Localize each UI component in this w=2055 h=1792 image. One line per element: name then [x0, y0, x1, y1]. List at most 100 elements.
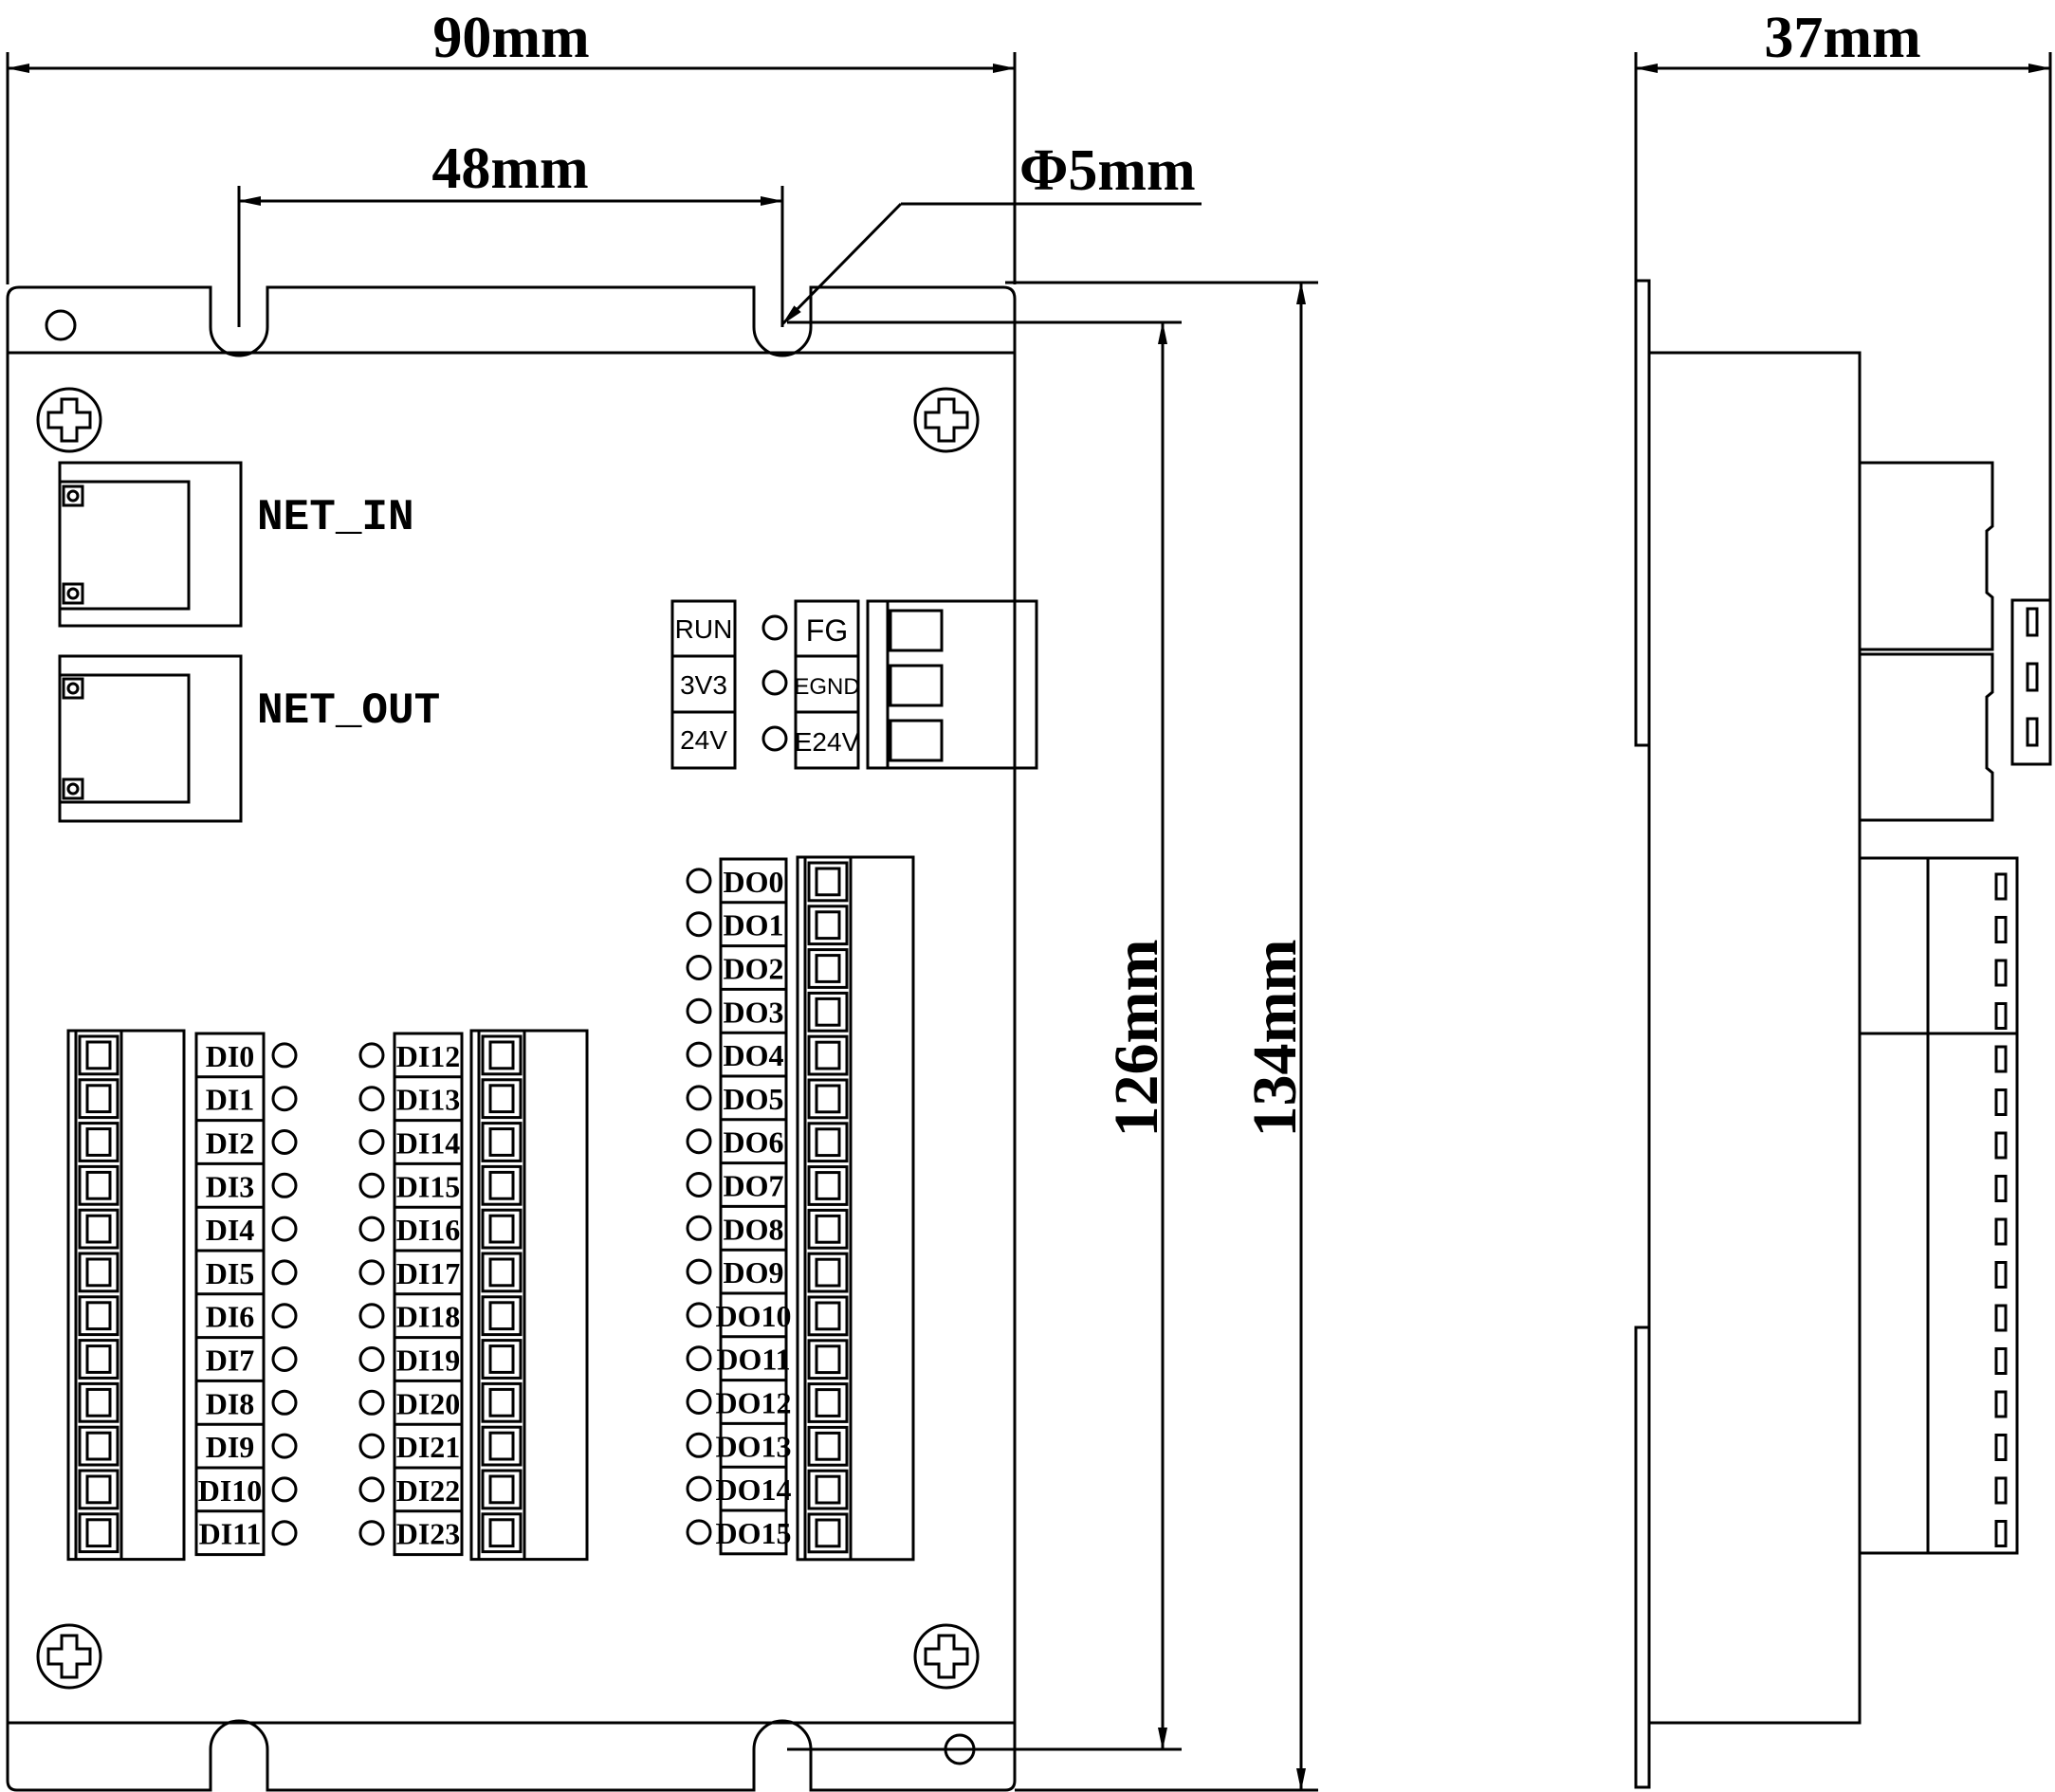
do-led-icon: [686, 911, 712, 938]
do-label: DO4: [724, 1038, 784, 1072]
di-led-icon: [271, 1042, 298, 1069]
do-label: DO2: [724, 952, 784, 986]
dim-hole-spacing: [237, 186, 784, 327]
di-label: DI23: [396, 1517, 461, 1551]
terminal-screw-cell: [807, 905, 849, 946]
terminal-screw-cell: [807, 1295, 849, 1337]
net-in-label: NET_IN: [257, 493, 414, 542]
net-out-label: NET_OUT: [257, 686, 440, 736]
terminal-screw-cell: [807, 948, 849, 989]
di-label: DI8: [206, 1386, 255, 1420]
di-led-icon: [358, 1129, 385, 1155]
terminal-screw-cell: [78, 1512, 119, 1554]
side-pin: [1994, 1261, 2008, 1289]
do-label: DO14: [716, 1472, 792, 1507]
di-label: DI11: [199, 1517, 262, 1551]
di-label: DI15: [396, 1169, 461, 1203]
di-led-icon: [271, 1476, 298, 1503]
do-label: DO13: [716, 1429, 792, 1463]
di-label: DI4: [206, 1213, 255, 1247]
terminal-screw-cell: [78, 1469, 119, 1510]
dim-depth: [1634, 52, 2052, 600]
di-label: DI2: [206, 1126, 255, 1161]
small-hole: [45, 309, 77, 341]
di-label: DI19: [396, 1344, 461, 1378]
terminal-screw-cell: [78, 1122, 119, 1162]
terminal-screw-cell: [481, 1034, 523, 1076]
di-led-icon: [271, 1086, 298, 1112]
side-connector-pins: [1994, 872, 2008, 1547]
screw-icon: [36, 387, 102, 453]
di-label: DI21: [396, 1430, 461, 1464]
di-led-icon: [271, 1129, 298, 1155]
dim-hole-diameter-leader: [780, 202, 1202, 326]
do-led-icon: [686, 1475, 712, 1502]
di-led-icon: [271, 1216, 298, 1242]
do-led-icon: [686, 1302, 712, 1328]
side-pin: [1994, 1088, 2008, 1116]
do-label: DO7: [724, 1169, 784, 1203]
di-led-icon: [358, 1042, 385, 1069]
di-right-labels: DI12DI13DI14DI15DI16DI17DI18DI19DI20DI21…: [358, 1032, 464, 1557]
do-label: DO1: [724, 908, 784, 942]
di-label: DI0: [206, 1039, 255, 1073]
do-led-icon: [686, 955, 712, 980]
do-led-icon: [686, 1389, 712, 1415]
do-led-icon: [686, 1172, 712, 1198]
terminal-screw-cell: [78, 1339, 119, 1380]
do-led-icon: [686, 1432, 712, 1458]
terminal-screw-cell: [807, 1122, 849, 1163]
side-pin: [1994, 959, 2008, 987]
do-led-icon: [686, 1215, 712, 1241]
di-label: DI18: [396, 1300, 461, 1334]
terminal-screw-cell: [481, 1164, 523, 1206]
di-label: DI10: [198, 1473, 263, 1508]
do-led-icon: [686, 868, 712, 894]
terminal-screw-cell: [807, 991, 849, 1033]
do-terminal-block: [796, 855, 915, 1562]
di-led-icon: [271, 1259, 298, 1286]
side-pin: [1994, 1002, 2008, 1030]
terminal-screw-cell: [78, 1164, 119, 1206]
screw-icon: [36, 1623, 102, 1690]
side-pin: [1994, 1390, 2008, 1418]
side-pin: [1994, 1175, 2008, 1202]
terminal-label-e24v: E24V: [795, 727, 860, 757]
di-led-icon: [358, 1520, 385, 1546]
di-label: DI5: [206, 1256, 255, 1290]
led-label-run: RUN: [675, 614, 733, 644]
power-led-block: [670, 599, 1038, 770]
di-label: DI13: [396, 1083, 461, 1117]
terminal-screw-cell: [78, 1425, 119, 1467]
terminal-screw-cell: [807, 861, 849, 903]
di-led-icon: [358, 1476, 385, 1503]
di-label: DI6: [206, 1300, 255, 1334]
do-led-icon: [686, 1345, 712, 1372]
di-led-icon: [358, 1303, 385, 1329]
side-pin: [1994, 1131, 2008, 1160]
do-led-icon: [686, 1128, 712, 1155]
terminal-screw-cell: [481, 1295, 523, 1337]
di-led-icon: [271, 1389, 298, 1416]
led-label-3v3: 3V3: [680, 670, 727, 700]
di-led-icon: [358, 1216, 385, 1242]
do-led-icon: [686, 1085, 712, 1111]
di-label: DI20: [396, 1386, 461, 1420]
di-label: DI3: [206, 1169, 255, 1203]
do-led-icon: [686, 1258, 712, 1285]
di-label: DI7: [206, 1344, 255, 1378]
do-led-icon: [686, 1041, 712, 1068]
screw-icon: [913, 1623, 980, 1690]
di-led-icon: [358, 1389, 385, 1416]
terminal-screw-cell: [807, 1512, 849, 1554]
terminal-screw-cell: [481, 1208, 523, 1250]
terminal-screw-cell: [807, 1165, 849, 1206]
terminal-block-body: [66, 1029, 186, 1562]
terminal-block-body: [469, 1029, 589, 1562]
di-label: DI9: [206, 1430, 255, 1464]
terminal-screw-cell: [807, 1034, 849, 1076]
terminal-screw-cell: [807, 1078, 849, 1120]
do-label: DO5: [724, 1082, 784, 1116]
do-label: DO6: [724, 1125, 784, 1160]
